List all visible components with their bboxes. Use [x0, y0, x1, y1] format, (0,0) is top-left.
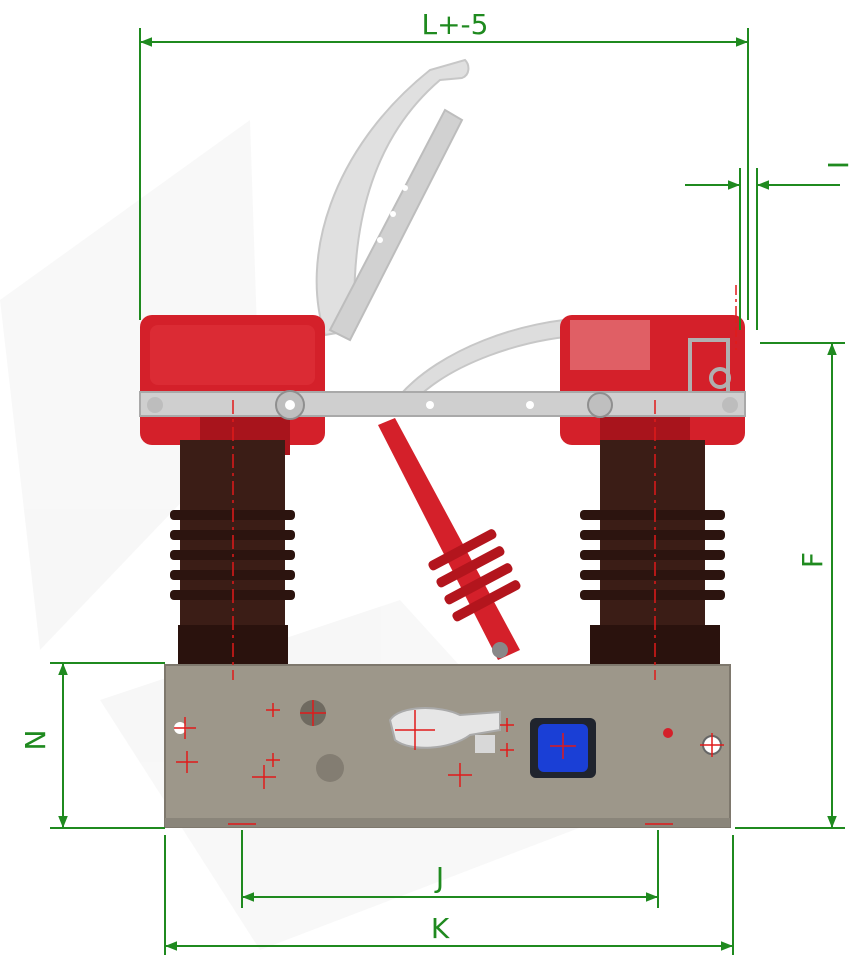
dimension-j — [241, 830, 659, 908]
open-blade — [315, 58, 470, 342]
dimension-l-label: L+-5 — [422, 8, 489, 41]
dimension-j-label: J — [434, 861, 444, 894]
dimension-l — [139, 28, 749, 320]
dimension-i-label: I — [822, 161, 850, 169]
dimension-k-label: K — [431, 912, 450, 945]
right-insulator — [580, 440, 725, 670]
centerlines — [174, 285, 737, 825]
dimension-n — [50, 662, 165, 829]
closed-blade — [139, 390, 746, 420]
dimension-n-label: N — [19, 730, 52, 751]
base-plate — [164, 664, 731, 828]
dimension-f-label: F — [796, 552, 829, 568]
dimension-k — [164, 835, 734, 955]
dimension-f — [735, 342, 845, 829]
operating-rod — [378, 418, 521, 660]
dimension-i — [685, 168, 840, 330]
right-terminal-block — [560, 315, 745, 455]
